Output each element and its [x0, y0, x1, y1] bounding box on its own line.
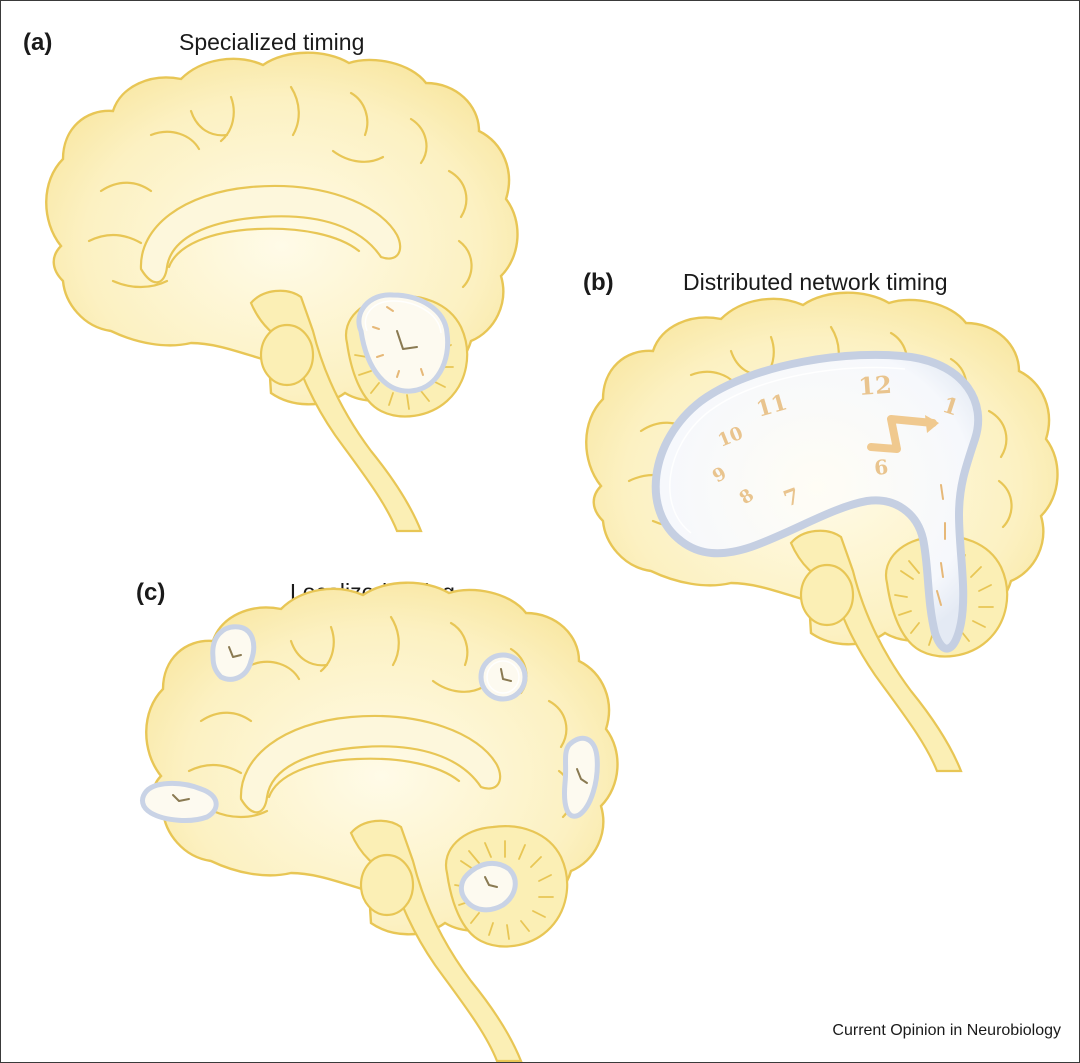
numeral-12: 12 — [857, 370, 892, 401]
localized-clock-prefrontal — [143, 783, 217, 820]
brain-a-illustration — [1, 31, 541, 551]
localized-clock-cerebellar — [461, 863, 515, 909]
localized-clock-frontal — [213, 627, 254, 679]
numeral-6: 6 — [873, 455, 889, 480]
brain-c-illustration — [101, 561, 641, 1061]
figure-credit: Current Opinion in Neurobiology — [832, 1022, 1061, 1040]
localized-clock-parietal — [481, 655, 525, 699]
